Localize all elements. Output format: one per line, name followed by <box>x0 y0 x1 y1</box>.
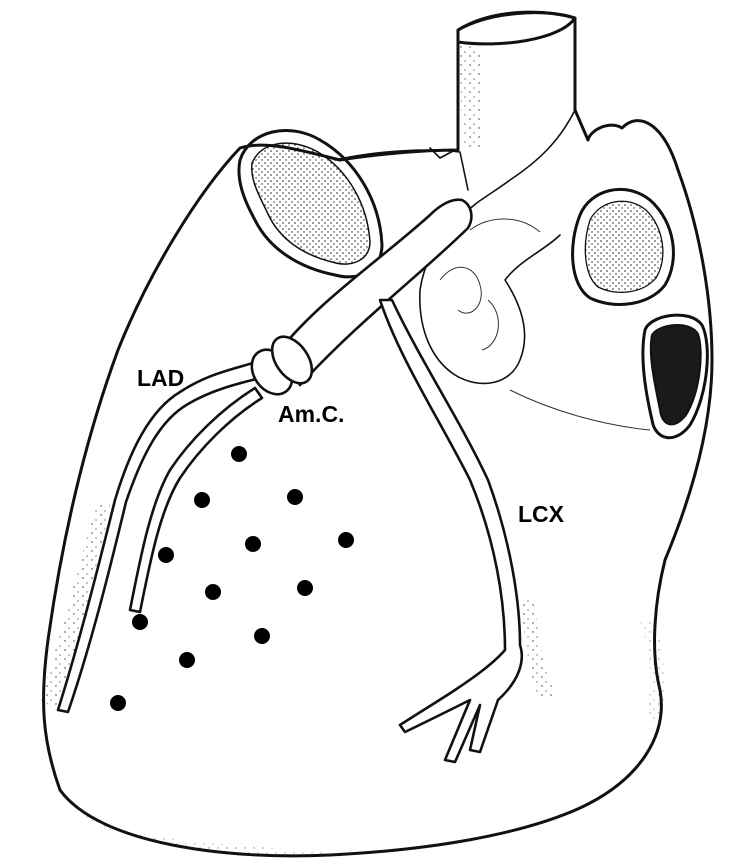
vessel-opening-left-inner <box>252 143 370 264</box>
appendage-fold-3 <box>482 300 498 350</box>
injection-dot <box>254 628 270 644</box>
lcx-vessel <box>380 300 522 762</box>
label-amc: Am.C. <box>278 401 344 427</box>
label-lad: LAD <box>137 365 184 391</box>
injection-dot <box>245 536 261 552</box>
injection-dot <box>158 547 174 563</box>
lcx-stipple <box>520 600 555 700</box>
appendage-fold-2 <box>470 219 540 232</box>
right-shading <box>640 620 664 725</box>
appendage-fold-1 <box>440 267 481 313</box>
injection-dot <box>205 584 221 600</box>
injection-dot <box>287 489 303 505</box>
ventricle-fine-line <box>510 390 650 430</box>
vessel-opening-right-upper-inner <box>585 201 663 292</box>
injection-dot <box>297 580 313 596</box>
injection-dot <box>194 492 210 508</box>
apex-shading <box>60 790 330 856</box>
label-lcx: LCX <box>518 501 565 527</box>
injection-dot <box>231 446 247 462</box>
injection-dot <box>179 652 195 668</box>
injection-dot <box>338 532 354 548</box>
aorta-stipple-side <box>460 45 482 150</box>
injection-dot <box>132 614 148 630</box>
injection-dot <box>110 695 126 711</box>
aorta-top <box>458 13 575 44</box>
vessel-opening-right-lower-lumen <box>651 325 701 424</box>
